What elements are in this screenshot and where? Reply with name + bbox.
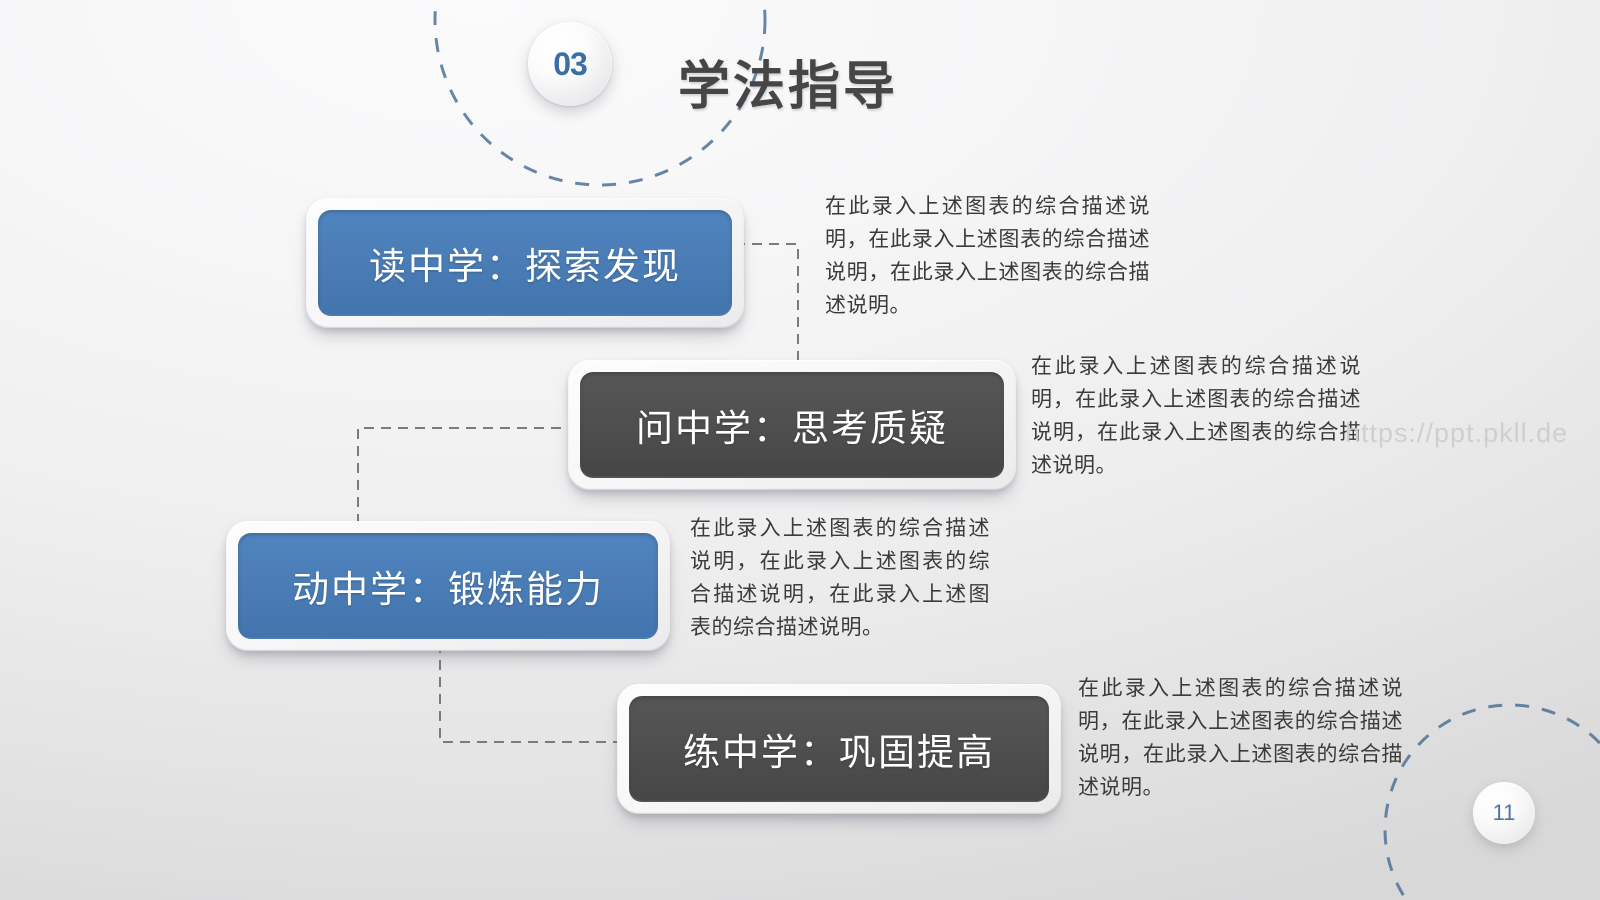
watermark-label: https://ppt.pkll.de	[1345, 418, 1569, 448]
step-card-3-label: 动中学：锻炼能力	[292, 569, 604, 610]
step-description-2: 在此录入上述图表的综合描述说明，在此录入上述图表的综合描述说明，在此录入上述图表…	[1031, 355, 1361, 477]
step-description-3: 在此录入上述图表的综合描述说明，在此录入上述图表的综合描述说明，在此录入上述图表…	[690, 517, 990, 639]
page-title: 学法指导	[678, 58, 899, 116]
section-number-badge: 03	[528, 22, 612, 106]
step-card-4[interactable]: 练中学：巩固提高	[617, 684, 1061, 814]
slide-header: 03 学法指导	[0, 0, 1600, 140]
step-card-2[interactable]: 问中学：思考质疑	[568, 360, 1016, 490]
step-card-2-label: 问中学：思考质疑	[636, 408, 948, 449]
step-card-4-label: 练中学：巩固提高	[683, 732, 995, 773]
step-description-4: 在此录入上述图表的综合描述说明，在此录入上述图表的综合描述说明，在此录入上述图表…	[1078, 677, 1403, 799]
step-card-3[interactable]: 动中学：锻炼能力	[226, 521, 670, 651]
step-card-4-body: 练中学：巩固提高	[629, 696, 1049, 802]
step-card-1-body: 读中学：探索发现	[318, 210, 732, 316]
step-description-1: 在此录入上述图表的综合描述说明，在此录入上述图表的综合描述说明，在此录入上述图表…	[825, 195, 1150, 317]
step-card-1-label: 读中学：探索发现	[369, 246, 681, 287]
step-card-2-body: 问中学：思考质疑	[580, 372, 1004, 478]
page-number-label: 11	[1492, 800, 1516, 825]
step-card-1[interactable]: 读中学：探索发现	[306, 198, 744, 328]
page-number-badge: 11	[1473, 782, 1535, 844]
section-number-label: 03	[553, 45, 588, 82]
step-card-3-body: 动中学：锻炼能力	[238, 533, 658, 639]
